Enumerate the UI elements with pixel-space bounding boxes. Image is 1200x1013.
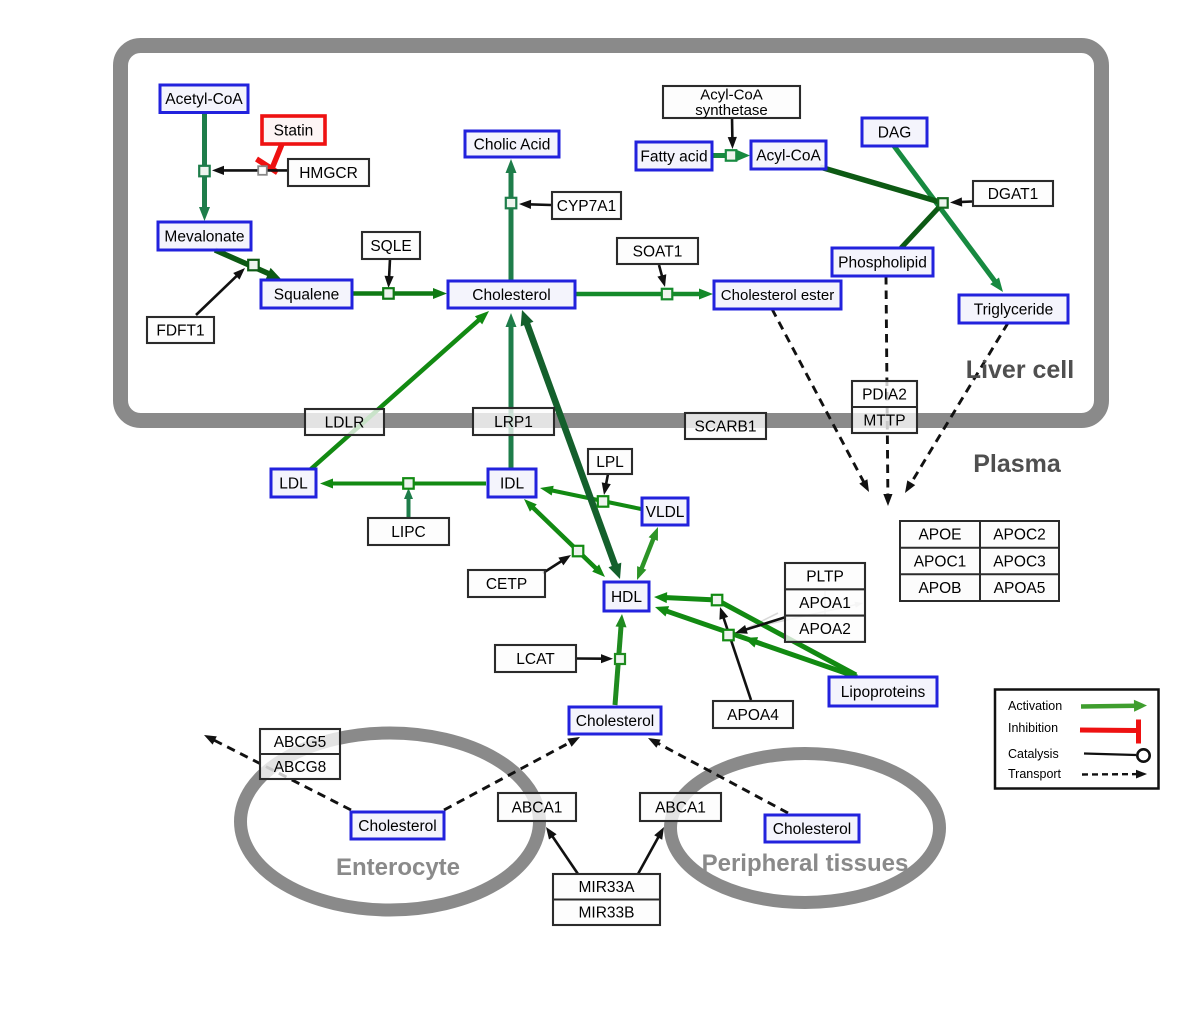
svg-text:Acyl-CoA: Acyl-CoA [756, 147, 821, 164]
svg-text:Inhibition: Inhibition [1008, 721, 1058, 735]
svg-text:Liver cell: Liver cell [966, 356, 1074, 384]
svg-text:IDL: IDL [500, 475, 525, 492]
svg-text:CYP7A1: CYP7A1 [557, 198, 616, 215]
svg-text:Catalysis: Catalysis [1008, 747, 1059, 761]
svg-text:LCAT: LCAT [516, 651, 555, 668]
svg-text:Acyl-CoA: Acyl-CoA [700, 87, 763, 104]
svg-text:Plasma: Plasma [973, 450, 1062, 478]
svg-text:MIR33B: MIR33B [579, 905, 635, 922]
svg-text:Cholesterol: Cholesterol [358, 818, 436, 835]
svg-text:ABCG5: ABCG5 [274, 734, 327, 751]
svg-text:ABCA1: ABCA1 [512, 799, 563, 816]
svg-text:LRP1: LRP1 [494, 414, 533, 431]
svg-text:Cholesterol: Cholesterol [773, 821, 851, 838]
svg-text:SOAT1: SOAT1 [633, 243, 683, 260]
svg-text:Triglyceride: Triglyceride [974, 301, 1054, 318]
svg-text:Cholesterol: Cholesterol [576, 713, 654, 730]
svg-text:Acetyl-CoA: Acetyl-CoA [165, 91, 243, 108]
svg-text:CETP: CETP [486, 576, 527, 593]
svg-text:HDL: HDL [611, 589, 642, 606]
svg-text:LDL: LDL [279, 475, 308, 492]
svg-text:MIR33A: MIR33A [579, 879, 636, 896]
svg-text:MTTP: MTTP [863, 412, 905, 429]
svg-text:APOC2: APOC2 [993, 527, 1046, 544]
svg-text:ABCA1: ABCA1 [655, 799, 706, 816]
svg-text:FDFT1: FDFT1 [156, 322, 204, 339]
svg-text:Transport: Transport [1008, 767, 1062, 781]
svg-text:PDIA2: PDIA2 [862, 386, 907, 403]
svg-text:synthetase: synthetase [695, 102, 768, 119]
svg-text:LIPC: LIPC [391, 524, 425, 541]
svg-text:APOA2: APOA2 [799, 621, 851, 638]
svg-text:Fatty acid: Fatty acid [640, 148, 707, 165]
svg-text:ABCG8: ABCG8 [274, 759, 327, 776]
svg-text:APOA5: APOA5 [994, 580, 1046, 597]
svg-text:Activation: Activation [1008, 699, 1062, 713]
svg-text:HMGCR: HMGCR [299, 165, 358, 182]
svg-text:SCARB1: SCARB1 [694, 418, 756, 435]
svg-text:APOC1: APOC1 [914, 553, 967, 570]
svg-text:APOA1: APOA1 [799, 595, 851, 612]
svg-text:DAG: DAG [878, 124, 912, 141]
svg-text:Peripheral tissues: Peripheral tissues [702, 850, 909, 877]
svg-text:DGAT1: DGAT1 [988, 186, 1039, 203]
svg-text:Cholic Acid: Cholic Acid [474, 136, 551, 153]
svg-text:PLTP: PLTP [806, 569, 844, 586]
svg-text:Lipoproteins: Lipoproteins [841, 684, 926, 701]
svg-text:APOA4: APOA4 [727, 707, 779, 724]
svg-text:Cholesterol ester: Cholesterol ester [721, 287, 834, 304]
svg-text:APOE: APOE [918, 527, 961, 544]
svg-text:Cholesterol: Cholesterol [472, 287, 550, 304]
svg-text:Statin: Statin [274, 122, 314, 139]
svg-text:Phospholipid: Phospholipid [838, 254, 927, 271]
svg-text:APOC3: APOC3 [993, 553, 1046, 570]
svg-text:Mevalonate: Mevalonate [164, 228, 244, 245]
svg-text:SQLE: SQLE [370, 238, 411, 255]
svg-text:LPL: LPL [596, 454, 624, 471]
svg-text:Squalene: Squalene [274, 286, 340, 303]
svg-text:LDLR: LDLR [325, 414, 365, 431]
svg-text:VLDL: VLDL [646, 504, 685, 521]
svg-text:APOB: APOB [918, 580, 961, 597]
svg-text:Enterocyte: Enterocyte [336, 854, 460, 881]
